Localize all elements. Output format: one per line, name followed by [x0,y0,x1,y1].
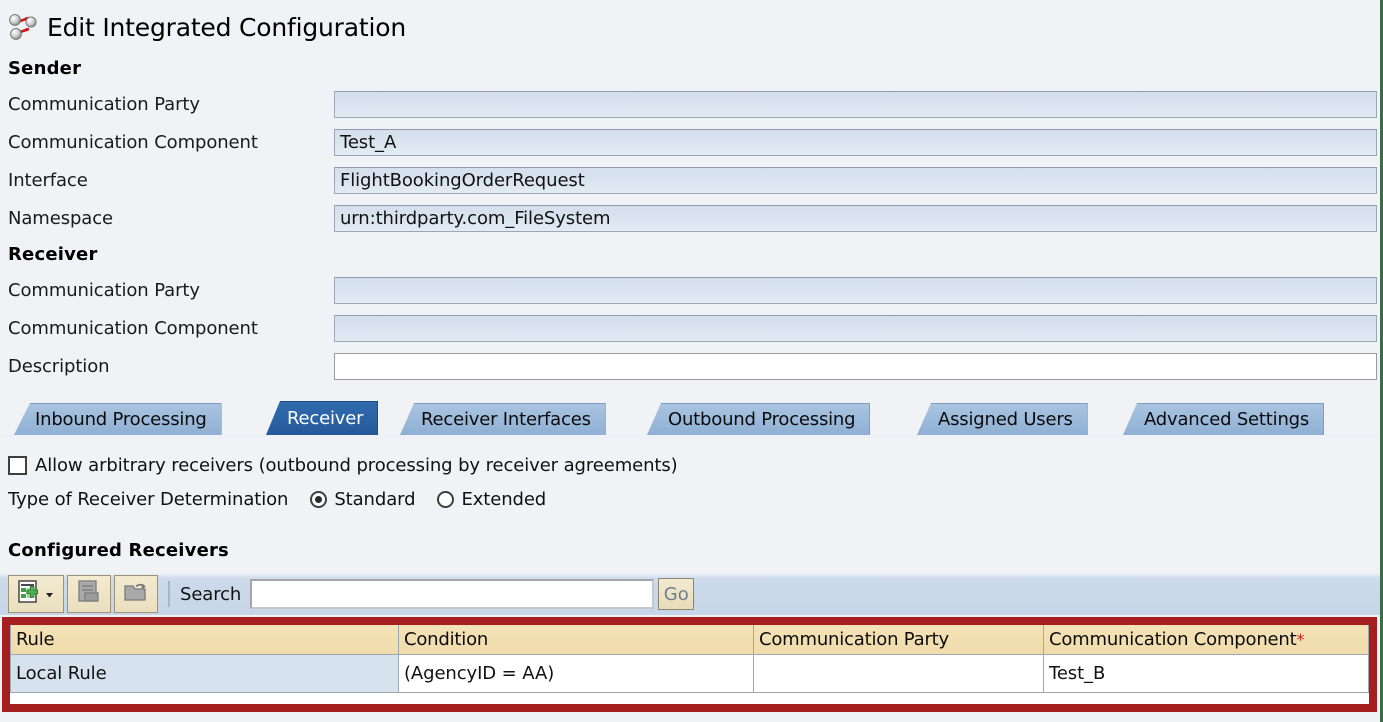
sender-communication-party-field[interactable] [334,91,1377,118]
receiver-communication-party-row: Communication Party [0,275,1380,306]
receiver-description-label: Description [8,356,110,377]
column-header-communication-component[interactable]: Communication Component* [1043,625,1369,655]
receiver-communication-component-field[interactable] [334,315,1377,342]
delete-rule-icon [76,579,102,609]
receiver-determination-row: Type of Receiver Determination Standard … [8,489,546,510]
standard-radio-label: Standard [334,489,416,510]
open-folder-button[interactable] [114,575,158,613]
column-header-rule[interactable]: Rule [10,625,399,655]
cell-rule: Local Rule [10,653,399,693]
tab-inbound-processing[interactable]: Inbound Processing [14,403,222,435]
new-rule-button[interactable] [8,575,64,613]
sender-interface-field[interactable]: FlightBookingOrderRequest [334,167,1377,194]
search-label: Search [180,583,242,605]
receiver-communication-component-row: Communication Component [0,313,1380,344]
column-header-communication-party[interactable]: Communication Party [753,625,1044,655]
receiver-determination-label: Type of Receiver Determination [8,489,289,510]
allow-arbitrary-receivers-row[interactable]: Allow arbitrary receivers (outbound proc… [8,455,678,476]
tab-receiver[interactable]: Receiver [266,401,379,435]
open-folder-icon [123,579,149,609]
sender-namespace-label: Namespace [8,208,114,229]
table-row[interactable]: Local Rule (AgencyID = AA) Test_B [10,653,1369,693]
standard-radio[interactable] [310,491,328,508]
cell-communication-component[interactable]: Test_B [1043,653,1369,693]
configured-receivers-heading: Configured Receivers [8,540,229,561]
column-header-condition[interactable]: Condition [398,625,754,655]
integrated-configuration-icon [8,12,38,42]
tab-receiver-interfaces[interactable]: Receiver Interfaces [400,403,606,435]
receiver-communication-party-field[interactable] [334,277,1377,304]
receiver-section-heading: Receiver [8,244,98,265]
radio-option-standard[interactable]: Standard [310,489,416,510]
receiver-description-field[interactable] [334,353,1377,380]
cell-communication-party[interactable] [753,653,1044,693]
configured-receivers-annotation-box: Rule Condition Communication Party Commu… [2,617,1377,712]
sender-namespace-row: Namespace urn:thirdparty.com_FileSystem [0,203,1380,234]
chevron-down-icon[interactable] [44,585,55,604]
allow-arbitrary-receivers-label: Allow arbitrary receivers (outbound proc… [35,455,678,476]
allow-arbitrary-receivers-checkbox[interactable] [8,456,27,475]
page-title: Edit Integrated Configuration [47,12,406,42]
sender-communication-party-label: Communication Party [8,94,200,115]
receiver-description-row: Description [0,351,1380,382]
tab-outbound-processing[interactable]: Outbound Processing [647,403,871,435]
sender-interface-row: Interface FlightBookingOrderRequest [0,165,1380,196]
tab-bar: Inbound Processing Receiver Receiver Int… [0,401,1380,439]
page-title-row: Edit Integrated Configuration [8,12,406,42]
toolbar-separator [168,581,170,607]
table-header-row: Rule Condition Communication Party Commu… [10,625,1369,655]
receiver-communication-component-label: Communication Component [8,318,258,339]
sender-interface-label: Interface [8,170,88,191]
column-header-condition-label: Condition [404,628,489,650]
column-header-communication-party-label: Communication Party [759,628,949,650]
sender-section-heading: Sender [8,58,82,79]
sender-communication-component-field[interactable]: Test_A [334,129,1377,156]
sender-communication-component-label: Communication Component [8,132,258,153]
delete-rule-button[interactable] [67,575,111,613]
column-header-communication-component-label: Communication Component [1049,628,1297,650]
configured-receivers-toolbar: Search Go [0,573,1380,615]
new-rule-icon [17,579,43,609]
cell-condition[interactable]: (AgencyID = AA) [398,653,754,693]
search-go-button[interactable]: Go [658,578,695,610]
extended-radio[interactable] [437,491,455,508]
sender-communication-party-row: Communication Party [0,89,1380,120]
radio-option-extended[interactable]: Extended [437,489,546,510]
extended-radio-label: Extended [461,489,547,510]
tab-assigned-users[interactable]: Assigned Users [917,403,1088,435]
sender-communication-component-row: Communication Component Test_A [0,127,1380,158]
configured-receivers-table: Rule Condition Communication Party Commu… [10,625,1369,693]
tab-bar-base [0,434,1380,439]
receiver-communication-party-label: Communication Party [8,280,200,301]
sender-namespace-field[interactable]: urn:thirdparty.com_FileSystem [334,205,1377,232]
tab-advanced-settings[interactable]: Advanced Settings [1123,403,1325,435]
search-input[interactable] [250,579,655,609]
required-marker: * [1296,629,1305,649]
column-header-rule-label: Rule [16,628,55,650]
